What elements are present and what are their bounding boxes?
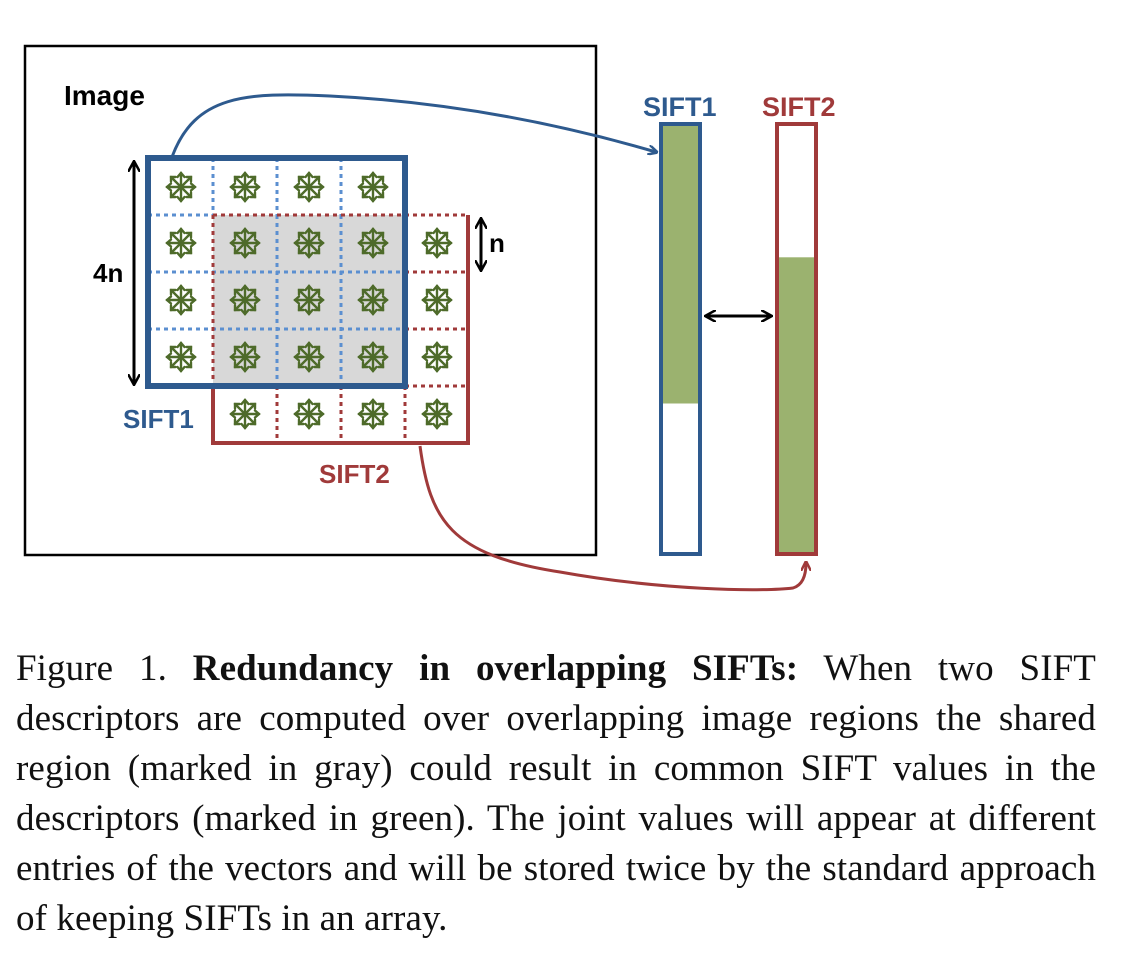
gradient-star-icon xyxy=(229,284,261,316)
sift1-outline xyxy=(145,155,408,389)
redundancy-figure: Image 4n n SIFT1 SIFT2 xyxy=(23,44,836,592)
caption-body: When two SIFT descriptors are computed o… xyxy=(16,648,1096,939)
caption-title: Redundancy in overlapping SIFTs: xyxy=(192,648,799,689)
dimension-label-n: n xyxy=(489,228,505,258)
sift1-region-label: SIFT1 xyxy=(123,404,194,434)
sift2-vector-shared-values xyxy=(777,257,816,554)
gradient-star-icon xyxy=(293,341,325,373)
sift2-outline xyxy=(211,215,470,445)
sift1-vector xyxy=(659,122,702,556)
gradient-star-icon xyxy=(293,227,325,259)
gradient-star-icon xyxy=(421,341,453,373)
gradient-star-icon xyxy=(229,341,261,373)
vector2-label: SIFT2 xyxy=(762,92,836,122)
gradient-star-icon xyxy=(229,398,261,430)
gradient-star-icon xyxy=(165,341,197,373)
gradient-star-icon xyxy=(229,227,261,259)
gradient-star-icon xyxy=(357,341,389,373)
vector1-label: SIFT1 xyxy=(643,92,717,122)
figure-caption: Figure 1. Redundancy in overlapping SIFT… xyxy=(16,644,1096,944)
gradient-star-icon xyxy=(293,284,325,316)
gradient-star-icon xyxy=(357,227,389,259)
gradient-star-icon xyxy=(165,284,197,316)
gradient-star-icon xyxy=(165,171,197,203)
gradient-star-icon xyxy=(293,398,325,430)
gradient-star-icon xyxy=(229,171,261,203)
gradient-star-icon xyxy=(165,227,197,259)
dimension-label-4n: 4n xyxy=(93,258,123,288)
sift2-vector xyxy=(775,122,818,556)
image-label: Image xyxy=(64,80,145,111)
gradient-star-icon xyxy=(293,171,325,203)
gradient-star-icon xyxy=(357,171,389,203)
gradient-star-icon xyxy=(357,398,389,430)
gradient-star-icon xyxy=(357,284,389,316)
sift1-grid-lines xyxy=(148,158,405,386)
caption-prefix: Figure 1. xyxy=(16,648,193,689)
sift1-vector-shared-values xyxy=(661,124,700,404)
gradient-star-icon xyxy=(421,284,453,316)
gradient-star-icon xyxy=(421,227,453,259)
sift2-to-vector-arrow xyxy=(418,445,806,592)
sift1-to-vector-arrow xyxy=(170,93,656,158)
sift2-region-label: SIFT2 xyxy=(319,459,390,489)
gradient-star-icon xyxy=(421,398,453,430)
